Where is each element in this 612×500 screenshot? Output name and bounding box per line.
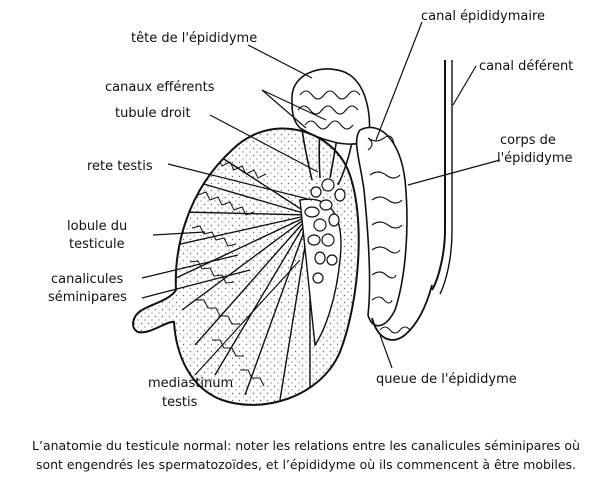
vas-deferens bbox=[431, 60, 446, 291]
label-canalicules-1: canalicules bbox=[51, 272, 124, 287]
epididymis-body bbox=[355, 126, 408, 327]
testis-anatomy-diagram: tête de l'épididyme canal épididymaire c… bbox=[48, 9, 573, 410]
label-rete-testis: rete testis bbox=[87, 159, 153, 174]
label-corps-1: corps de bbox=[500, 133, 556, 148]
label-tete-epididyme: tête de l'épididyme bbox=[131, 31, 257, 46]
label-tubule-droit: tubule droit bbox=[115, 106, 191, 121]
label-canalicules-2: séminipares bbox=[48, 290, 127, 305]
rete-testis-network bbox=[304, 178, 346, 284]
label-lobule-2: testicule bbox=[69, 237, 125, 252]
figure-caption: L’anatomie du testicule normal: noter le… bbox=[0, 425, 612, 500]
label-lobule-1: lobule du bbox=[67, 219, 127, 234]
label-mediastinum-1: mediastinum bbox=[148, 376, 233, 391]
testis-body bbox=[132, 127, 360, 406]
caption-line-2: sont engendrés les spermatozoïdes, et l’… bbox=[35, 457, 577, 472]
leader-lines bbox=[141, 21, 501, 376]
label-queue-epididyme: queue de l'épididyme bbox=[376, 372, 517, 387]
label-canaux-efferents: canaux efférents bbox=[105, 80, 215, 95]
label-mediastinum-2: testis bbox=[162, 395, 198, 410]
labels: tête de l'épididyme canal épididymaire c… bbox=[48, 9, 573, 410]
epididymis-tail bbox=[371, 284, 433, 341]
label-corps-2: l'épididyme bbox=[497, 151, 573, 166]
label-canal-deferent: canal déférent bbox=[479, 59, 573, 74]
caption-line-1: L’anatomie du testicule normal: noter le… bbox=[32, 438, 580, 453]
epididymis bbox=[291, 68, 433, 341]
epididymis-coils bbox=[297, 90, 403, 304]
label-canal-epididymaire: canal épididymaire bbox=[421, 9, 545, 24]
